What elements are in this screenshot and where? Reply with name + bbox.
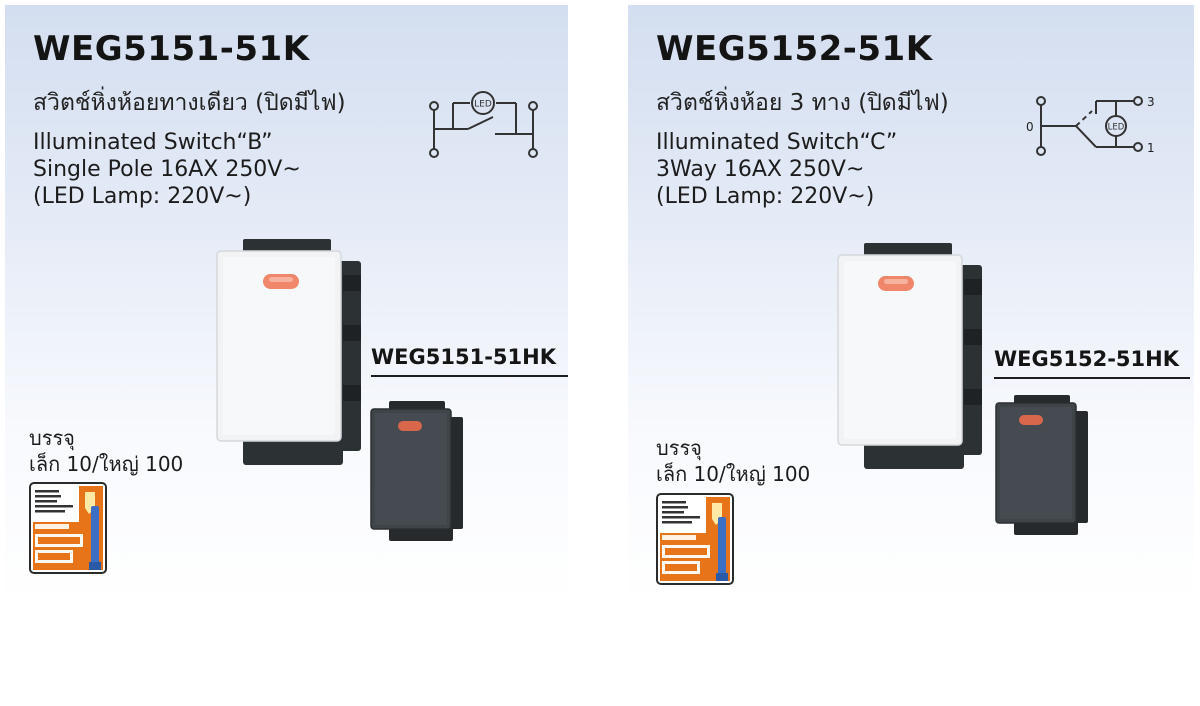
spec-line: (LED Lamp: 220V~)	[33, 184, 252, 209]
led-symbol-label: LED	[1108, 123, 1125, 133]
product-panel-weg5151: WEG5151-51K สวิตช์หิ่งห้อยทางเดียว (ปิดม…	[5, 5, 568, 605]
packing-quantity: เล็ก 10/ใหญ่ 100	[29, 452, 184, 476]
variant-model-label: WEG5151-51HK	[371, 345, 568, 377]
spec-line: Single Pole 16AX 250V~	[33, 157, 301, 182]
spec-line: Illuminated Switch“B”	[33, 130, 273, 155]
terminal-label-3: 3	[1147, 95, 1155, 109]
model-title: WEG5152-51K	[656, 29, 933, 69]
spec-line: (LED Lamp: 220V~)	[656, 184, 875, 209]
packing-info: บรรจุ เล็ก 10/ใหญ่ 100	[656, 435, 810, 487]
thai-product-name: สวิตช์หิ่งห้อย 3 ทาง (ปิดมีไฟ)	[656, 90, 949, 116]
terminal-label-0: 0	[1026, 120, 1034, 134]
thai-product-name: สวิตช์หิ่งห้อยทางเดียว (ปิดมีไฟ)	[33, 90, 346, 116]
gray-illuminated-switch	[370, 401, 463, 541]
quick-safe-badge-icon	[29, 482, 107, 574]
gray-illuminated-switch	[995, 395, 1088, 535]
spec-block: Illuminated Switch“C” 3Way 16AX 250V~ (L…	[656, 129, 897, 210]
packing-label: บรรจุ	[29, 426, 75, 450]
three-way-wiring-diagram: LED 0 3 1	[1026, 95, 1155, 156]
variant-model-label: WEG5152-51HK	[994, 347, 1190, 379]
packing-info: บรรจุ เล็ก 10/ใหญ่ 100	[29, 425, 183, 477]
terminal-label-1: 1	[1147, 141, 1155, 155]
white-illuminated-switch	[216, 239, 361, 465]
quick-safe-badge-icon	[656, 493, 734, 585]
spec-line: 3Way 16AX 250V~	[656, 157, 865, 182]
product-panel-weg5152: WEG5152-51K สวิตช์หิ่งห้อย 3 ทาง (ปิดมีไ…	[628, 5, 1194, 605]
led-symbol-label: LED	[474, 100, 492, 110]
white-illuminated-switch	[837, 243, 982, 469]
packing-quantity: เล็ก 10/ใหญ่ 100	[656, 462, 811, 486]
packing-label: บรรจุ	[656, 436, 702, 460]
model-title: WEG5151-51K	[33, 29, 310, 69]
spec-line: Illuminated Switch“C”	[656, 130, 898, 155]
spec-block: Illuminated Switch“B” Single Pole 16AX 2…	[33, 129, 301, 210]
single-pole-wiring-diagram: LED	[429, 91, 538, 158]
